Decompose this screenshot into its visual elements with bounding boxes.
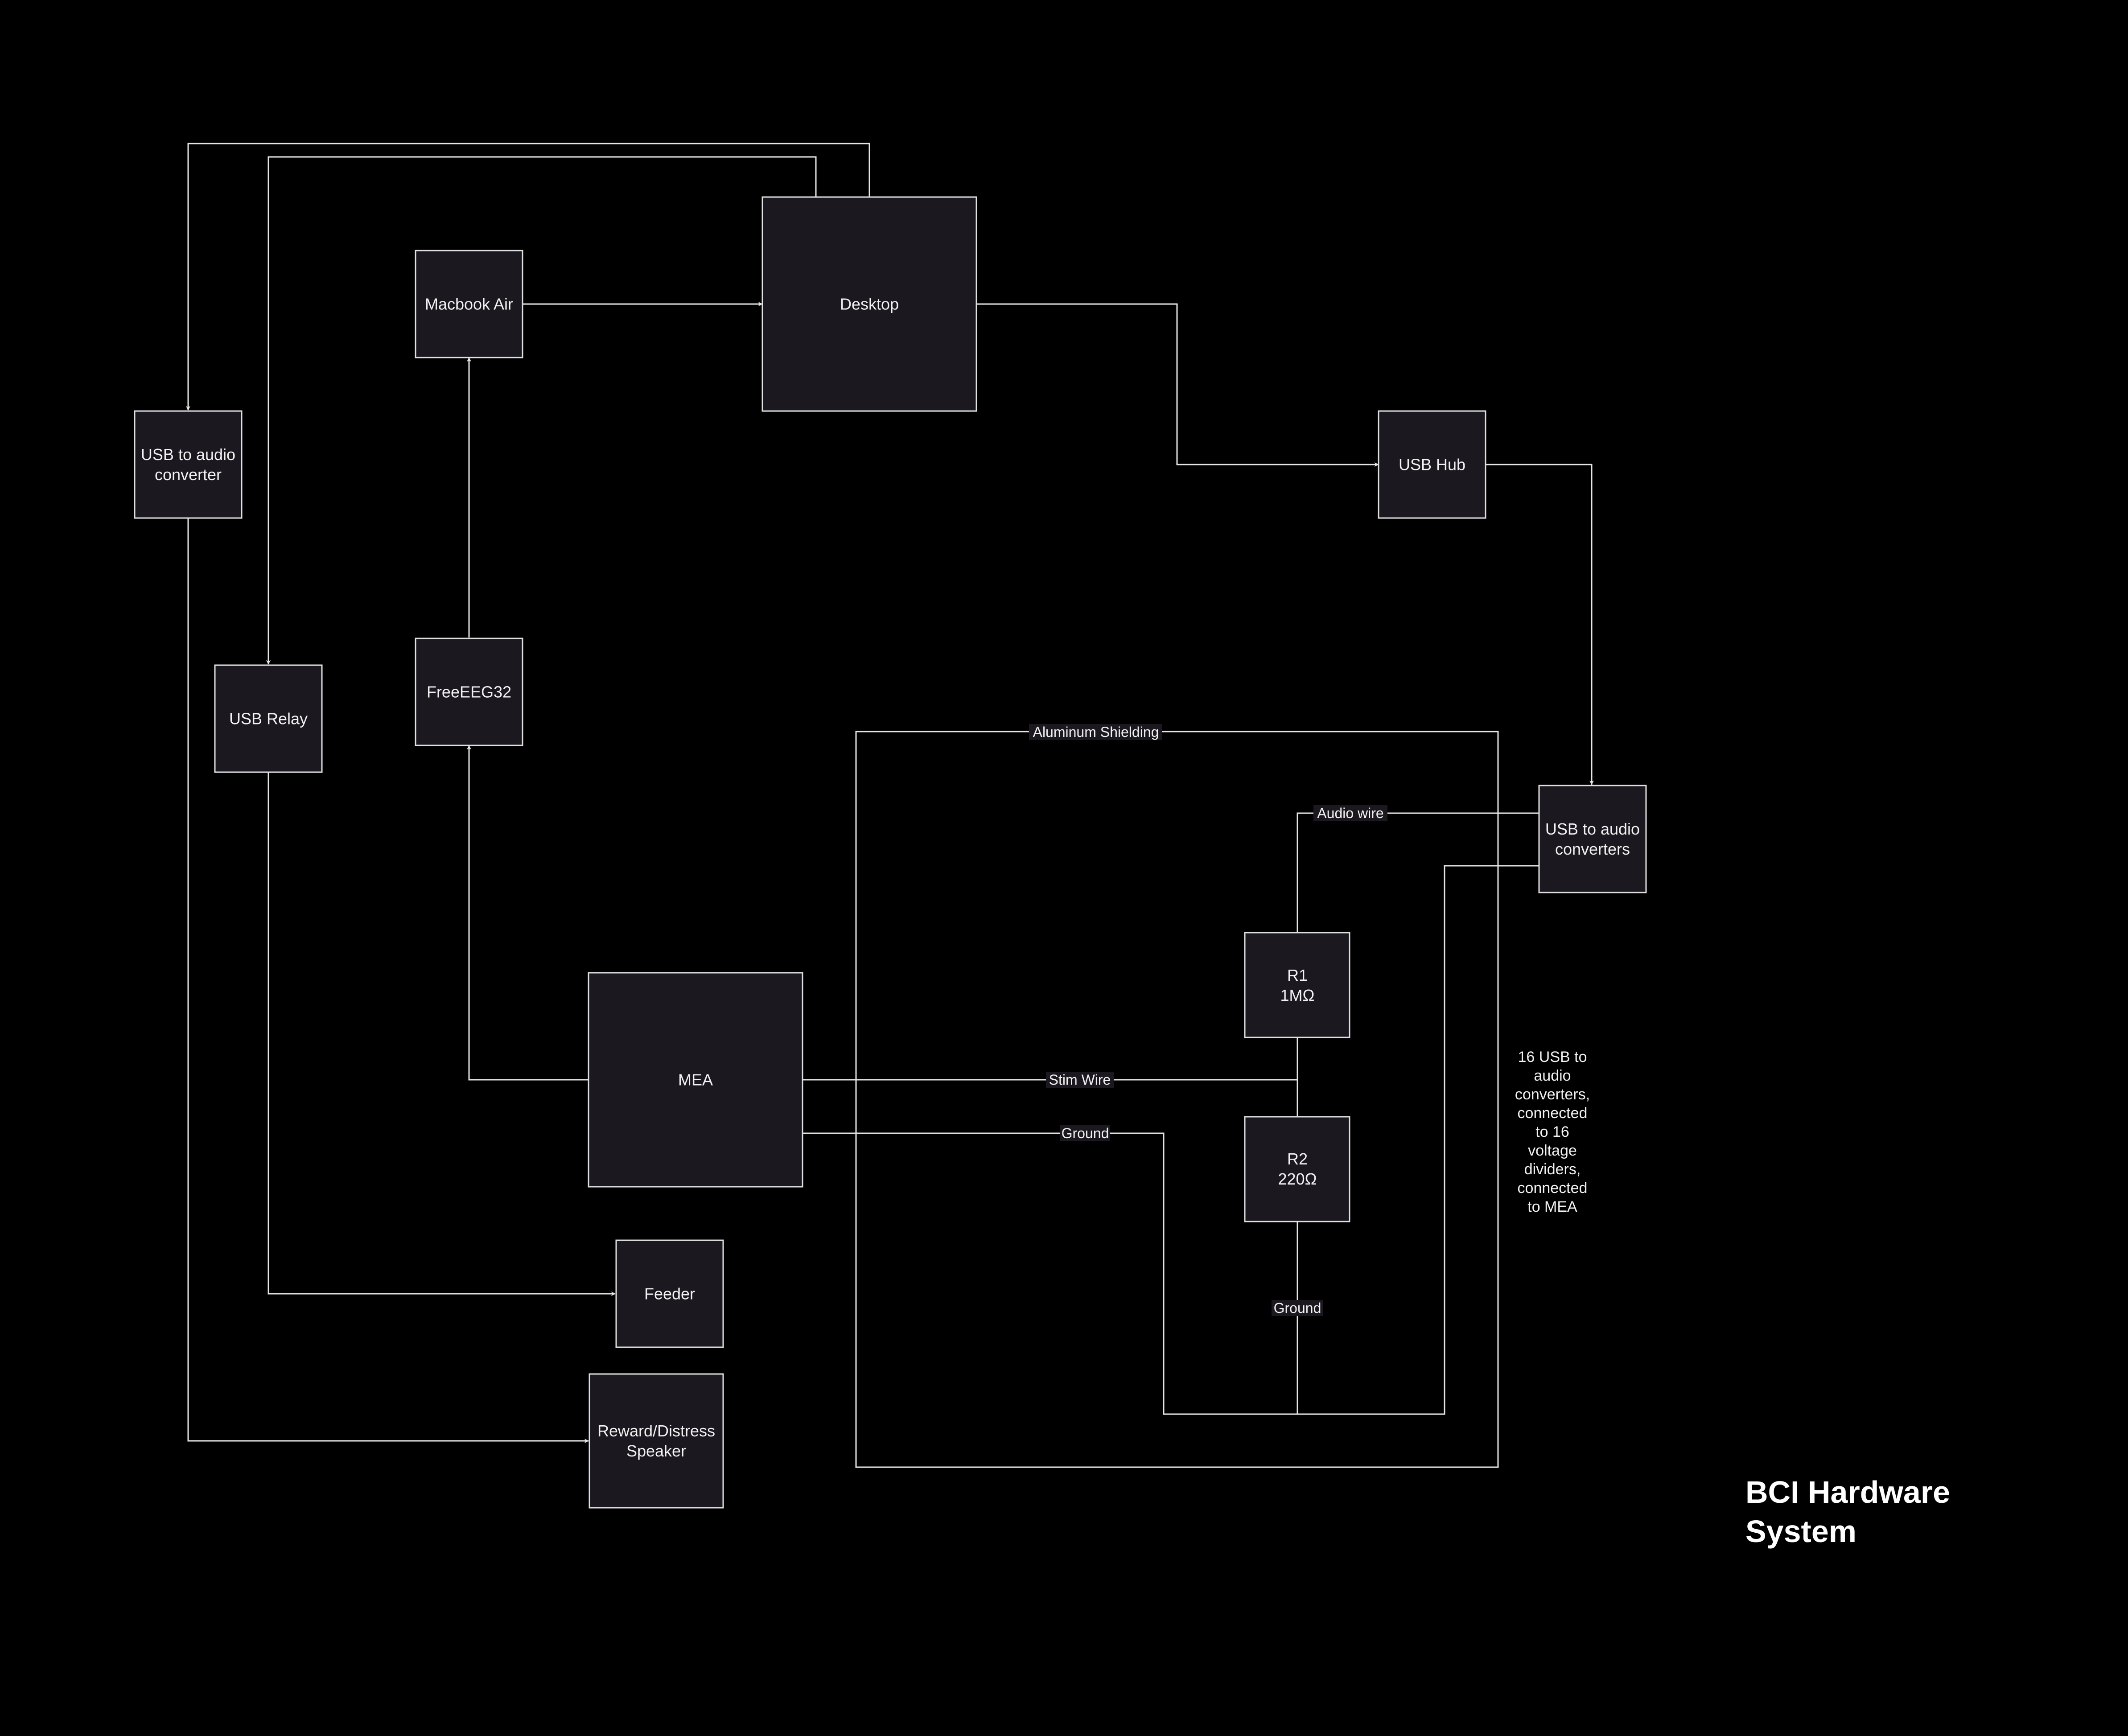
label-stim-wire: Stim Wire bbox=[1049, 1072, 1111, 1088]
wire-labels: Aluminum Shielding Audio wire Stim Wire … bbox=[1029, 724, 1387, 1316]
svg-text:Feeder: Feeder bbox=[644, 1285, 695, 1303]
wire-usb-relay-to-feeder bbox=[268, 772, 616, 1296]
wire-audio bbox=[1297, 812, 1539, 933]
node-feeder: Feeder bbox=[615, 1239, 724, 1348]
label-aluminum-shielding: Aluminum Shielding bbox=[1033, 724, 1159, 740]
node-desktop: Desktop bbox=[761, 196, 977, 412]
wire-usb-hub-to-usb-audio-right bbox=[1486, 464, 1594, 785]
text-line: 16 USB to bbox=[1518, 1049, 1587, 1065]
text-line: FreeEEG32 bbox=[427, 683, 511, 701]
label-ground-mea: Ground bbox=[1062, 1125, 1109, 1141]
text-line: USB Relay bbox=[229, 710, 308, 728]
svg-text:FreeEEG32: FreeEEG32 bbox=[427, 683, 511, 701]
text-line: Feeder bbox=[644, 1285, 695, 1303]
aluminum-shielding-box bbox=[855, 731, 1499, 1468]
wire-desktop-to-usb-relay bbox=[266, 156, 817, 665]
text-line: MEA bbox=[678, 1071, 713, 1089]
text-line: Macbook Air bbox=[425, 295, 513, 313]
text-line: USB Hub bbox=[1399, 456, 1465, 474]
text-line: R1 bbox=[1287, 966, 1308, 984]
node-usb-hub: USB Hub bbox=[1378, 410, 1486, 519]
text-line: 1MΩ bbox=[1280, 986, 1315, 1004]
label-audio-wire: Audio wire bbox=[1317, 805, 1383, 821]
text-line: connected bbox=[1518, 1180, 1588, 1197]
text-line: USB to audio bbox=[1545, 820, 1640, 838]
wire-mea-to-freeeeg bbox=[467, 745, 589, 1081]
connections bbox=[186, 143, 1594, 1443]
wire-usb-audio-left-to-speaker bbox=[187, 518, 589, 1443]
text-line: R2 bbox=[1287, 1150, 1308, 1168]
node-macbook-air: Macbook Air bbox=[415, 250, 523, 358]
node-r2: R2 220Ω bbox=[1244, 1116, 1350, 1222]
wire-desktop-to-usb-hub bbox=[976, 303, 1379, 467]
text-line: converters bbox=[1555, 840, 1630, 858]
text-line: converters, bbox=[1515, 1086, 1590, 1103]
wire-ground-mea bbox=[803, 865, 1539, 1415]
text-line: voltage bbox=[1528, 1142, 1577, 1159]
svg-text:USB Hub: USB Hub bbox=[1399, 456, 1465, 474]
text-line: to MEA bbox=[1527, 1198, 1577, 1215]
wire-desktop-to-usb-audio-left bbox=[186, 143, 870, 411]
text-line: System bbox=[1745, 1514, 1856, 1549]
node-mea: MEA bbox=[588, 972, 803, 1188]
text-line: converter bbox=[155, 465, 222, 484]
text-line: Desktop bbox=[840, 295, 899, 313]
text-line: audio bbox=[1534, 1067, 1571, 1084]
label-ground-r2: Ground bbox=[1274, 1300, 1321, 1316]
text-line: USB to audio bbox=[141, 445, 235, 464]
node-usb-to-audio-converters: USB to audio converters bbox=[1538, 785, 1647, 893]
text-line: Reward/Distress bbox=[597, 1422, 715, 1440]
node-usb-relay: USB Relay bbox=[214, 664, 323, 773]
svg-text:Desktop: Desktop bbox=[840, 295, 899, 313]
svg-text:MEA: MEA bbox=[678, 1071, 713, 1089]
text-line: 220Ω bbox=[1278, 1170, 1317, 1188]
text-line: Speaker bbox=[626, 1442, 686, 1460]
text-line: to 16 bbox=[1535, 1123, 1569, 1140]
svg-text:USB Relay: USB Relay bbox=[229, 710, 308, 728]
svg-text:Macbook Air: Macbook Air bbox=[425, 295, 513, 313]
text-line: dividers, bbox=[1524, 1161, 1581, 1178]
node-freeeeg32: FreeEEG32 bbox=[415, 638, 523, 746]
text-line: BCI Hardware bbox=[1745, 1475, 1950, 1510]
text-line: connected bbox=[1518, 1105, 1588, 1122]
